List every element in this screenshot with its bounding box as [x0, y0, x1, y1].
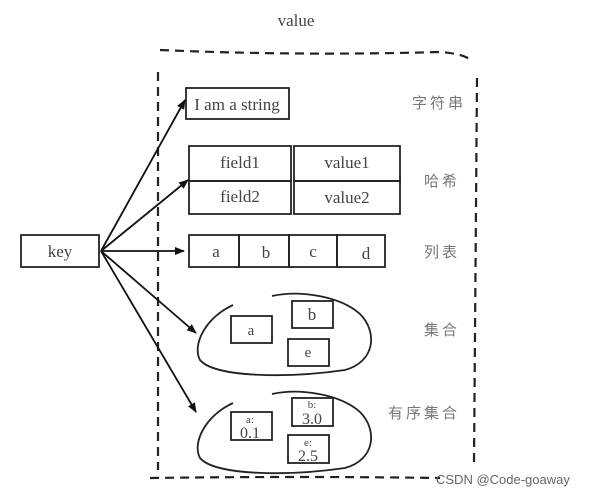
sorted-set-member-name: b:	[308, 399, 317, 411]
value-header-label: value	[278, 11, 315, 30]
arrow-to-sorted-set	[100, 250, 197, 413]
hash-field-cell	[188, 180, 292, 215]
type-label-list: 列表	[424, 243, 460, 261]
sorted-set-member-score: 2.5	[298, 448, 318, 465]
set-member-box	[291, 300, 334, 329]
set-member-text: b	[308, 305, 317, 324]
sorted-set-member-score: 3.0	[302, 411, 322, 428]
set-ellipse	[196, 292, 373, 377]
list-item-text: a	[212, 242, 220, 261]
list-value: a b c d	[188, 234, 386, 268]
key-box	[20, 234, 100, 268]
sorted-set-member-name: a:	[246, 414, 254, 426]
sorted-set-value: a: 0.1 b: 3.0 e: 2.5	[196, 390, 373, 475]
list-item-cell	[336, 234, 386, 268]
value-dashed-frame-top	[159, 48, 471, 61]
type-label-string: 字符串	[412, 94, 466, 112]
key-label: key	[48, 242, 73, 261]
value-dashed-frame-bottom	[149, 475, 441, 480]
list-item-text: d	[362, 244, 371, 263]
string-value-text: I am a string	[194, 95, 280, 114]
type-label-hash: 哈希	[424, 172, 460, 190]
hash-field-text: field2	[220, 187, 260, 206]
value-dashed-frame-right	[472, 77, 479, 463]
hash-field-text: field1	[220, 153, 260, 172]
set-member-box	[230, 315, 273, 344]
hash-value: field1 value1 field2 value2	[188, 145, 401, 215]
watermark: CSDN @Code-goaway	[436, 472, 570, 487]
sorted-set-member-score: 0.1	[240, 425, 260, 442]
set-member-text: e	[305, 345, 312, 361]
sorted-set-member-box	[230, 411, 273, 441]
set-member-text: a	[248, 323, 255, 339]
arrow-to-set	[100, 250, 197, 334]
string-value: I am a string	[185, 87, 290, 120]
sorted-set-member-name: e:	[304, 437, 312, 449]
set-member-box	[287, 338, 330, 367]
list-item-text: c	[309, 242, 317, 261]
hash-value-text: value1	[324, 153, 369, 172]
string-box	[185, 87, 290, 120]
sorted-set-member-box	[291, 397, 334, 427]
type-label-sorted-set: 有序集合	[388, 404, 460, 422]
arrow-to-hash	[100, 179, 189, 252]
sorted-set-ellipse	[196, 390, 373, 475]
arrow-to-string	[100, 99, 186, 252]
type-label-set: 集合	[424, 321, 460, 339]
hash-value-cell	[293, 180, 401, 215]
set-value: a b e	[196, 292, 373, 377]
list-item-text: b	[262, 243, 271, 262]
sorted-set-member-box	[287, 434, 330, 464]
hash-value-text: value2	[324, 188, 369, 207]
